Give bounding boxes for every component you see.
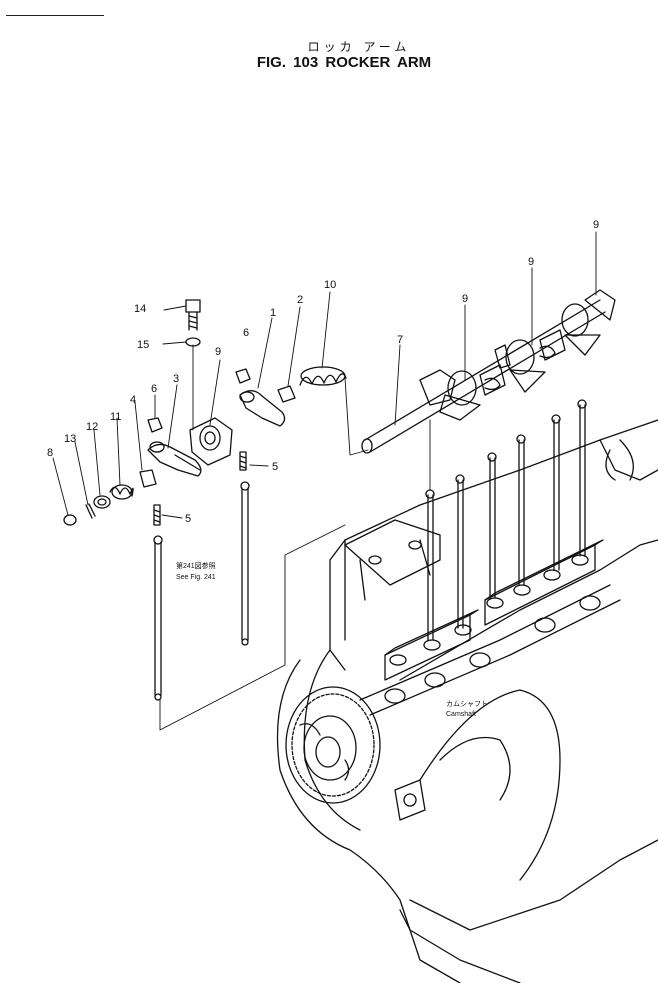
figure-title: FIG. 103 ROCKER ARM [256,54,432,71]
callout-9d: 9 [593,219,599,231]
callout-10: 10 [324,279,336,291]
engine-block [329,419,658,983]
cap-8 [63,514,77,526]
callout-12: 12 [86,421,98,433]
leader-lines [52,231,597,731]
cylinder-head [344,519,441,601]
callout-9c: 9 [528,256,534,268]
push-rods-installed [425,399,587,641]
callout-14: 14 [134,303,146,315]
timing-gear [285,686,381,804]
gear-housing [276,649,461,983]
tappet-guide-rear [384,609,479,681]
callout-11: 11 [110,411,121,423]
camshaft [359,584,621,716]
callout-6b: 6 [243,327,249,339]
see-fig-label-japanese: 第241図参照 [176,561,216,570]
callout-4: 4 [130,394,136,406]
callout-9b: 9 [462,293,468,305]
bolt [185,299,201,331]
push-rod-right [240,481,250,646]
nut-6-right [235,368,251,384]
spring-11 [109,484,134,500]
rocker-arm-right [239,390,286,427]
nut-6-left [147,417,163,433]
callout-5b: 5 [272,461,278,473]
callout-1: 1 [270,307,276,319]
rocker-bracket-left [189,417,233,466]
callout-9a: 9 [215,346,221,358]
callout-8: 8 [47,447,53,459]
callout-7: 7 [397,334,403,346]
camshaft-label-japanese: カムシャフト [446,700,488,708]
spacer-4 [139,469,157,488]
corner-rule [6,15,104,16]
callout-5a: 5 [185,513,191,525]
push-rod-left [153,535,163,701]
adjust-screw-5-left [153,504,161,526]
callout-13: 13 [64,433,76,445]
washer-12 [93,495,111,509]
figure-title-japanese: ロッカ アーム [307,40,411,54]
callout-6a: 6 [151,383,157,395]
reference-labels: 第241図参照 See Fig. 241 カムシャフト Camshaft [176,561,488,718]
callout-3: 3 [173,373,179,385]
rocker-arm-left [147,441,202,477]
callout-labels: 14 15 6 6 3 9 1 2 10 7 9 9 9 4 11 12 13 … [47,219,599,525]
pin-13 [85,503,96,519]
camshaft-label: Camshaft [446,711,476,718]
see-fig-label: See Fig. 241 [176,574,216,581]
adjust-screw-5-right [239,451,247,471]
callout-15: 15 [137,339,149,351]
rocker-arm-assembly [419,289,616,421]
cup-2 [277,385,296,403]
spring-10 [299,366,347,386]
callout-2: 2 [297,294,303,306]
